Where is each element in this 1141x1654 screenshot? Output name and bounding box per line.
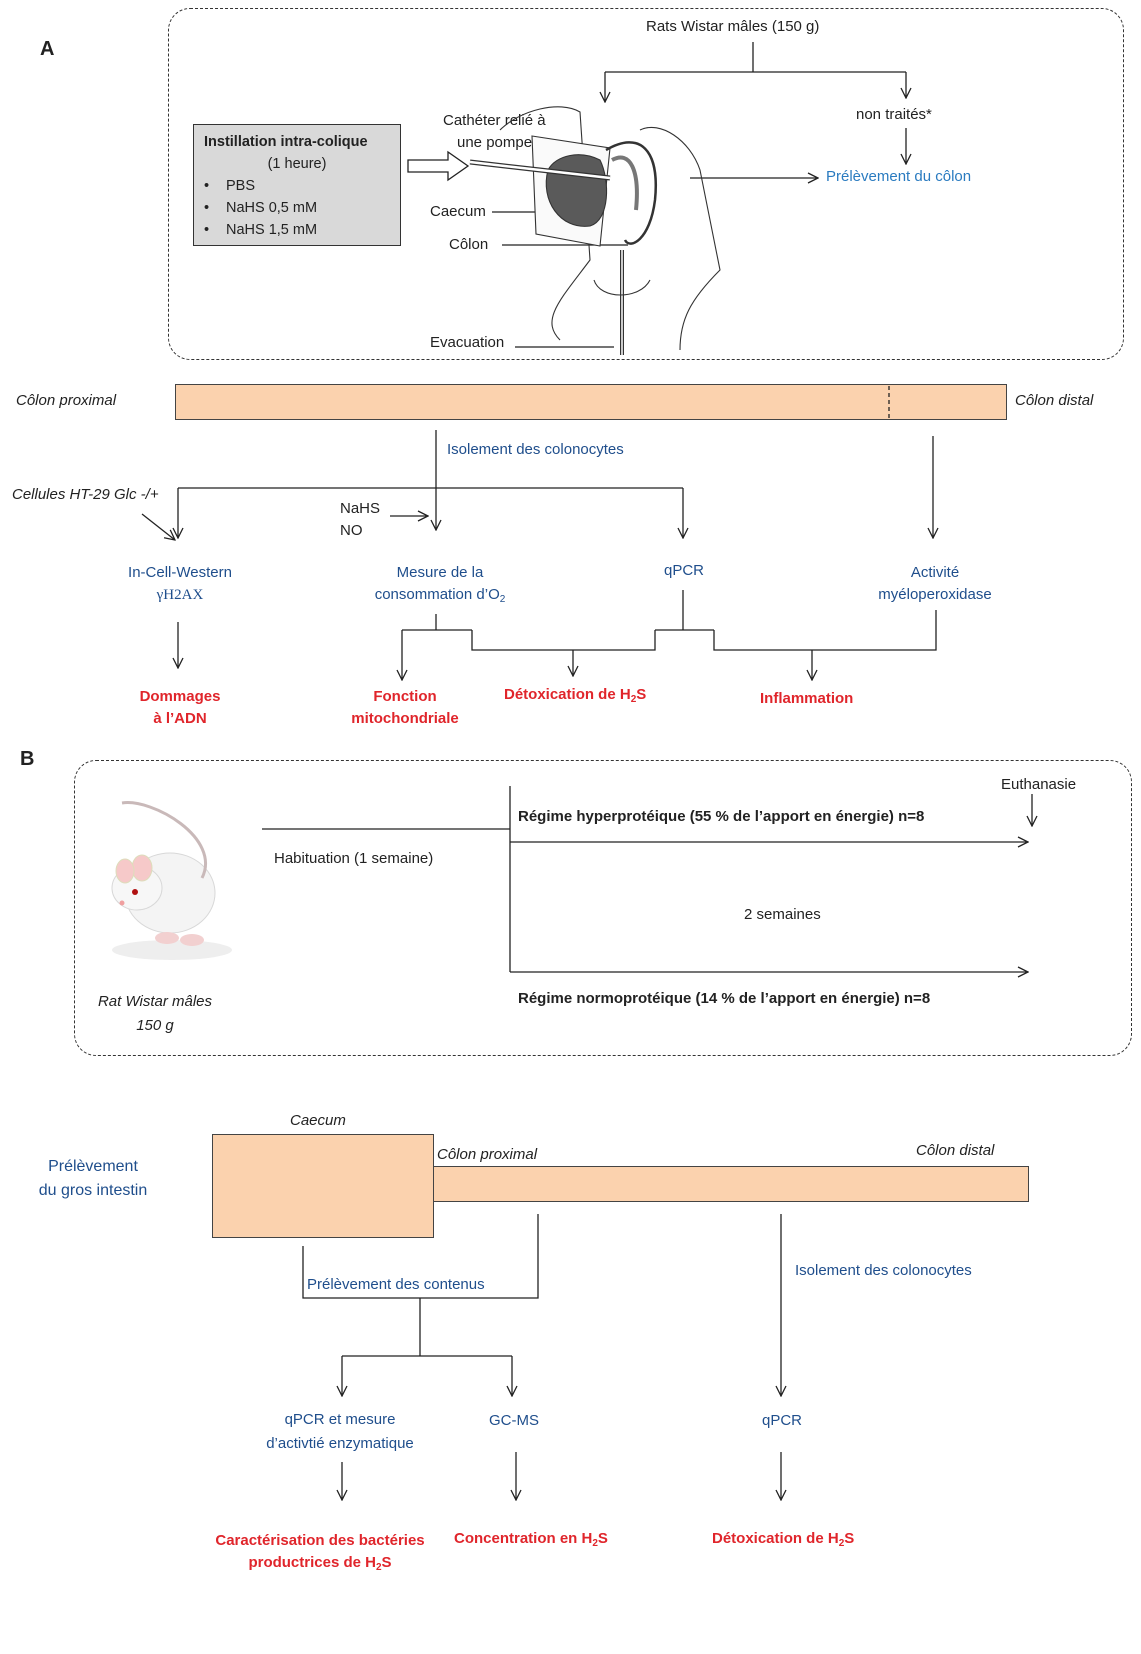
carac-end: S (381, 1554, 392, 1571)
caecum-label: Caecum (430, 203, 486, 220)
detox-a-sub: 2 (630, 694, 637, 705)
carac-line2: productrices de H (248, 1554, 376, 1571)
colon-proximal-b-label: Côlon proximal (437, 1146, 538, 1163)
instillation-box: Instillation intra-colique (1 heure) PBS… (193, 124, 401, 246)
prelevement-gi-label: Prélèvement du gros intestin (8, 1155, 178, 1203)
dommages-line1: Dommages (139, 688, 221, 705)
dommages-label: Dommages à l’ADN (120, 686, 240, 730)
cellules-label: Cellules HT-29 Glc -/+ (12, 486, 159, 503)
colon-bar-b (433, 1166, 1029, 1202)
isolement-label: Isolement des colonocytes (447, 441, 624, 458)
detox-b-sub: 2 (838, 1538, 845, 1549)
instillation-item: PBS (204, 175, 390, 197)
rat-line1: Rat Wistar mâles (97, 993, 213, 1010)
carac-sub: 2 (375, 1562, 382, 1573)
instillation-duration: (1 heure) (267, 156, 327, 172)
colon-bar (175, 384, 1007, 420)
hyper-label: Régime hyperprotéique (55 % de l’apport … (518, 808, 925, 825)
nahs-text: NaHS (340, 500, 381, 517)
qpcr-b-label: qPCR (762, 1412, 803, 1429)
qpcr-a-label: qPCR (664, 562, 705, 579)
mpo-line1: Activité (910, 564, 960, 581)
detox-a-label: Détoxication de H2S (504, 686, 646, 705)
normo-label: Régime normoprotéique (14 % de l’apport … (518, 990, 931, 1007)
icw-line1: In-Cell-Western (128, 564, 232, 581)
prelevement-gi-line2: du gros intestin (38, 1182, 148, 1199)
detox-b-end: S (844, 1530, 855, 1547)
conc-label: Concentration en H2S (454, 1530, 608, 1549)
qpcr-enz-line1: qPCR et mesure (284, 1411, 396, 1428)
qpcr-enz-label: qPCR et mesure d’activtié enzymatique (245, 1408, 435, 1456)
mesure-label: Mesure de la consommation d’O2 (360, 562, 520, 611)
carac-label: Caractérisation des bactéries productric… (190, 1530, 450, 1579)
habituation-label: Habituation (1 semaine) (274, 850, 434, 867)
euthanasie-label: Euthanasie (1001, 776, 1077, 793)
rats-label: Rats Wistar mâles (150 g) (646, 18, 820, 35)
mpo-label: Activité myéloperoxidase (860, 562, 1010, 606)
fonction-line2: mitochondriale (351, 710, 459, 727)
rat-image (111, 801, 232, 960)
mesure-line2: consommation d’O (374, 586, 500, 603)
contenus-label: Prélèvement des contenus (307, 1276, 485, 1293)
dommages-line2: à l’ADN (153, 710, 207, 727)
instillation-item: NaHS 1,5 mM (204, 219, 390, 241)
qpcr-enz-line2: d’activtié enzymatique (266, 1435, 414, 1452)
caecum-b-label: Caecum (290, 1112, 346, 1129)
panel-b-frame (74, 760, 1132, 1056)
colon-distal-label: Côlon distal (1015, 392, 1094, 409)
colon-distal-b-label: Côlon distal (916, 1142, 995, 1159)
nahs-no-label: NaHS NO (340, 498, 380, 542)
conc-text: Concentration en H (454, 1530, 593, 1547)
gcms-label: GC-MS (489, 1412, 539, 1429)
panel-a-label: A (40, 38, 55, 60)
rat-surgery-drawing (469, 106, 721, 355)
inflammation-label: Inflammation (760, 690, 854, 707)
panel-a-frame (168, 8, 1124, 360)
rat-line2: 150 g (136, 1017, 174, 1034)
catheter-line2: une pompe (457, 134, 533, 151)
fonction-label: Fonction mitochondriale (340, 686, 470, 730)
non-traites-label: non traités* (856, 106, 932, 123)
detox-a-text: Détoxication de H (504, 686, 631, 703)
icw-label: In-Cell-Western γH2AX (100, 562, 260, 606)
instillation-list: PBS NaHS 0,5 mM NaHS 1,5 mM (204, 175, 390, 241)
conc-sub: 2 (592, 1538, 598, 1549)
instillation-title: Instillation intra-colique (204, 134, 368, 150)
semaines-label: 2 semaines (744, 906, 821, 923)
rat-label: Rat Wistar mâles 150 g (80, 990, 230, 1038)
carac-line1: Caractérisation des bactéries (215, 1532, 425, 1549)
detox-b-label: Détoxication de H2S (712, 1530, 854, 1549)
prelevement-colon-label: Prélèvement du côlon (826, 168, 972, 185)
fonction-line1: Fonction (373, 688, 437, 705)
detox-a-end: S (636, 686, 647, 703)
colon-label: Côlon (449, 236, 489, 253)
evacuation-label: Evacuation (430, 334, 505, 351)
panel-b-label: B (20, 748, 35, 770)
colon-proximal-label: Côlon proximal (16, 392, 117, 409)
no-text: NO (340, 522, 363, 539)
isolement-b-label: Isolement des colonocytes (795, 1262, 972, 1279)
mesure-line1: Mesure de la (396, 564, 484, 581)
caecum-box (212, 1134, 434, 1238)
instillation-item: NaHS 0,5 mM (204, 197, 390, 219)
prelevement-gi-line1: Prélèvement (48, 1158, 138, 1175)
icw-line2: γH2AX (156, 587, 204, 603)
mesure-sub: 2 (499, 594, 506, 605)
conc-end: S (597, 1530, 608, 1547)
detox-b-text: Détoxication de H (712, 1530, 839, 1547)
mpo-line2: myéloperoxidase (878, 586, 992, 603)
